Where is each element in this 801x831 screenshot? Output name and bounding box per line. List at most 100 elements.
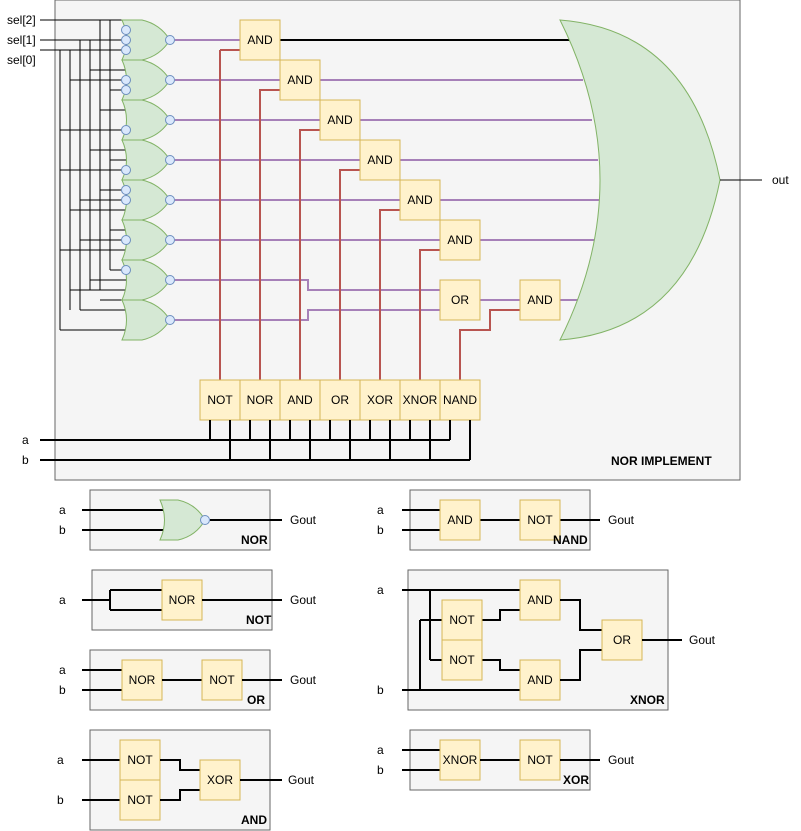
svg-text:b: b — [377, 683, 384, 697]
op-nand: NAND — [439, 379, 481, 421]
svg-text:a: a — [59, 503, 66, 517]
main-title: NOR IMPLEMENT — [611, 454, 712, 468]
label-sel1: sel[1] — [7, 33, 36, 47]
op-xnor: XNOR — [399, 379, 441, 421]
label-sel2: sel[2] — [7, 13, 36, 27]
svg-text:NOR: NOR — [129, 673, 156, 687]
svg-text:XNOR: XNOR — [403, 393, 438, 407]
svg-text:XNOR: XNOR — [630, 693, 665, 707]
output-or-gate — [559, 19, 721, 341]
sub-and-panel: NOT NOT XOR a b Gout AND — [57, 729, 315, 831]
sub-nand-panel: AND NOT a b Gout NAND — [377, 489, 635, 551]
and-to-or-wires — [280, 39, 600, 301]
sub-nor-panel: a b Gout NOR — [59, 489, 317, 551]
svg-text:Gout: Gout — [608, 513, 635, 527]
output-bubbles — [165, 35, 175, 325]
svg-text:NOT: NOT — [209, 673, 235, 687]
decoder-nor-gates — [121, 19, 171, 341]
svg-text:AND: AND — [327, 113, 353, 127]
op-nor: NOR — [239, 379, 281, 421]
op-and: AND — [279, 379, 321, 421]
svg-text:NAND: NAND — [553, 533, 588, 547]
sub-xor-panel: XNOR NOT a b Gout XOR — [377, 729, 635, 791]
op-or: OR — [319, 379, 361, 421]
svg-text:XOR: XOR — [367, 393, 393, 407]
svg-text:XOR: XOR — [207, 773, 233, 787]
label-sel0: sel[0] — [7, 53, 36, 67]
svg-text:AND: AND — [527, 673, 553, 687]
or-gate: OR — [439, 279, 481, 321]
nor-gate — [121, 299, 171, 341]
svg-text:AND: AND — [241, 813, 267, 827]
svg-text:XNOR: XNOR — [443, 753, 478, 767]
svg-text:Gout: Gout — [689, 633, 716, 647]
svg-text:NOT: NOT — [127, 793, 153, 807]
svg-text:AND: AND — [447, 513, 473, 527]
svg-text:Gout: Gout — [290, 673, 317, 687]
main-panel: AND AND AND AND AND AND OR AND NOT NOR A… — [7, 0, 789, 481]
svg-text:OR: OR — [451, 293, 469, 307]
and-gate-1: AND — [239, 19, 281, 61]
svg-text:AND: AND — [407, 193, 433, 207]
svg-text:a: a — [59, 663, 66, 677]
svg-text:AND: AND — [527, 593, 553, 607]
label-b: b — [22, 453, 29, 467]
and-gate-4: AND — [359, 139, 401, 181]
svg-text:OR: OR — [613, 633, 631, 647]
svg-text:b: b — [59, 523, 66, 537]
svg-text:Gout: Gout — [290, 513, 317, 527]
svg-text:XOR: XOR — [563, 773, 589, 787]
svg-text:AND: AND — [247, 33, 273, 47]
nor-gate-symbol — [159, 499, 206, 541]
svg-text:AND: AND — [287, 73, 313, 87]
operation-wires — [219, 49, 520, 380]
svg-text:NAND: NAND — [443, 393, 477, 407]
and-gate-3: AND — [319, 99, 361, 141]
svg-text:a: a — [377, 583, 384, 597]
nor-gate — [121, 99, 171, 141]
ab-taps — [209, 420, 471, 460]
label-a: a — [22, 433, 29, 447]
nor-gate — [121, 139, 171, 181]
svg-text:Gout: Gout — [608, 753, 635, 767]
input-inverter-bubbles — [121, 25, 131, 275]
and-gate-7: AND — [519, 279, 561, 321]
svg-text:AND: AND — [367, 153, 393, 167]
svg-text:b: b — [377, 523, 384, 537]
svg-text:AND: AND — [527, 293, 553, 307]
svg-text:OR: OR — [331, 393, 349, 407]
svg-text:NOR: NOR — [241, 533, 268, 547]
svg-text:a: a — [377, 743, 384, 757]
svg-text:NOR: NOR — [247, 393, 274, 407]
and-gate-5: AND — [399, 179, 441, 221]
sub-or-panel: NOR NOT a b Gout OR — [59, 649, 317, 711]
decoder-wires — [175, 39, 440, 321]
svg-text:NOT: NOT — [127, 753, 153, 767]
svg-text:a: a — [57, 753, 64, 767]
and-gate-2: AND — [279, 59, 321, 101]
svg-text:a: a — [377, 503, 384, 517]
svg-text:OR: OR — [247, 693, 265, 707]
svg-text:Gout: Gout — [290, 593, 317, 607]
svg-text:NOR: NOR — [169, 593, 196, 607]
svg-text:NOT: NOT — [207, 393, 233, 407]
and-gate-6: AND — [439, 219, 481, 261]
svg-text:b: b — [377, 763, 384, 777]
svg-text:Gout: Gout — [288, 773, 315, 787]
svg-text:NOT: NOT — [449, 613, 475, 627]
label-out: out — [772, 173, 789, 187]
svg-text:b: b — [57, 793, 64, 807]
svg-text:NOT: NOT — [527, 753, 553, 767]
svg-text:AND: AND — [447, 233, 473, 247]
svg-text:NOT: NOT — [246, 613, 272, 627]
sub-not-panel: NOR a Gout NOT — [59, 569, 317, 631]
svg-text:AND: AND — [287, 393, 313, 407]
sub-xnor-panel: NOT NOT AND AND OR a b Gout XNOR — [377, 569, 716, 711]
svg-text:NOT: NOT — [449, 653, 475, 667]
nor-gate — [121, 259, 171, 301]
svg-text:a: a — [59, 593, 66, 607]
op-not: NOT — [199, 379, 241, 421]
svg-text:NOT: NOT — [527, 513, 553, 527]
op-xor: XOR — [359, 379, 401, 421]
